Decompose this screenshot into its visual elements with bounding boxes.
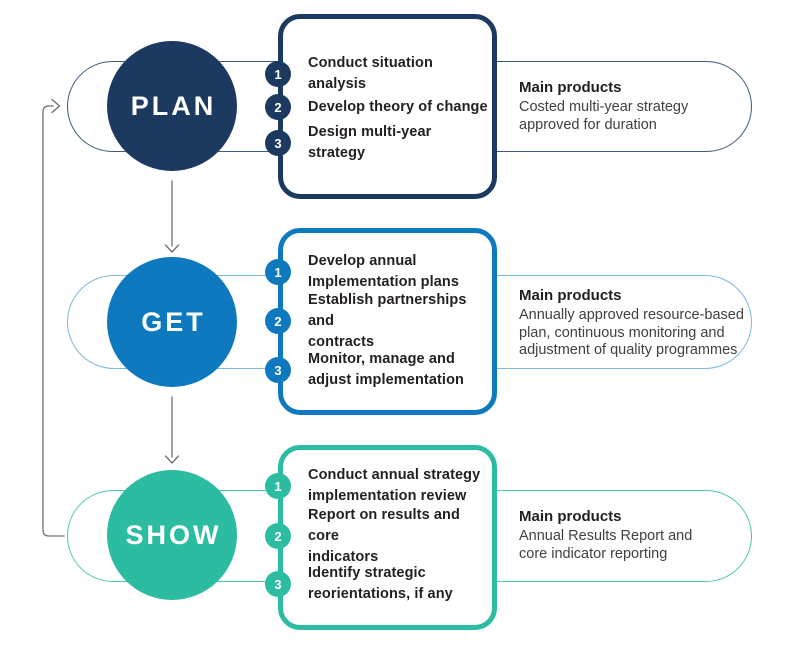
step-number-badge: 3 [265, 357, 291, 383]
step-number: 2 [274, 99, 282, 115]
main-products-title: Main products [519, 79, 622, 96]
show-step-2: 2 Report on results and core indicators [265, 507, 490, 565]
get-circle: GET [107, 257, 237, 387]
get-step-2: 2 Establish partnerships and contracts [265, 292, 490, 350]
step-text: Monitor, manage and adjust implementatio… [308, 351, 464, 388]
step-number: 1 [274, 66, 282, 82]
step-text: Design multi-year strategy [308, 124, 432, 161]
step-text: Develop theory of change [308, 98, 488, 115]
step-text: Establish partnerships and contracts [308, 291, 467, 350]
step-number: 2 [274, 313, 282, 329]
get-step-1: 1 Develop annual Implementation plans [265, 250, 490, 294]
main-products-body: Costed multi-year strategy approved for … [519, 99, 689, 133]
get-main-products: Main products Annually approved resource… [519, 287, 769, 360]
step-number-badge: 1 [265, 259, 291, 285]
plan-step-3: 3 Design multi-year strategy [265, 121, 490, 165]
get-step-3: 3 Monitor, manage and adjust implementat… [265, 348, 490, 392]
step-number: 1 [274, 478, 282, 494]
main-products-title: Main products [519, 508, 622, 525]
step-number-badge: 2 [265, 523, 291, 549]
step-text: Report on results and core indicators [308, 506, 460, 565]
step-number: 3 [274, 135, 282, 151]
step-number-badge: 1 [265, 61, 291, 87]
step-text: Identify strategic reorientations, if an… [308, 565, 453, 602]
plan-steps-box [278, 14, 497, 199]
get-steps-box [278, 228, 497, 415]
plan-step-2: 2 Develop theory of change [265, 85, 490, 129]
plan-step-1: 1 Conduct situation analysis [265, 52, 490, 96]
step-number-badge: 1 [265, 473, 291, 499]
plan-label: PLAN [130, 90, 217, 121]
show-main-products: Main products Annual Results Report and … [519, 508, 769, 563]
show-circle: SHOW [107, 470, 237, 600]
main-products-body: Annually approved resource-based plan, c… [519, 307, 744, 358]
step-number-badge: 3 [265, 130, 291, 156]
main-products-title: Main products [519, 287, 622, 304]
get-label: GET [141, 306, 206, 337]
step-text: Develop annual Implementation plans [308, 253, 460, 290]
step-text: Conduct situation analysis [308, 55, 433, 92]
step-number: 2 [274, 528, 282, 544]
show-steps-box [278, 445, 497, 630]
plan-circle: PLAN [107, 41, 237, 171]
show-step-1: 1 Conduct annual strategy implementation… [265, 464, 490, 508]
main-products-body: Annual Results Report and core indicator… [519, 528, 693, 562]
step-number-badge: 2 [265, 308, 291, 334]
plan-main-products: Main products Costed multi-year strategy… [519, 79, 769, 134]
step-number: 1 [274, 264, 282, 280]
step-number-badge: 3 [265, 571, 291, 597]
show-step-3: 3 Identify strategic reorientations, if … [265, 562, 490, 606]
step-number: 3 [274, 576, 282, 592]
step-text: Conduct annual strategy implementation r… [308, 467, 481, 504]
step-number-badge: 2 [265, 94, 291, 120]
show-label: SHOW [125, 519, 222, 550]
step-number: 3 [274, 362, 282, 378]
